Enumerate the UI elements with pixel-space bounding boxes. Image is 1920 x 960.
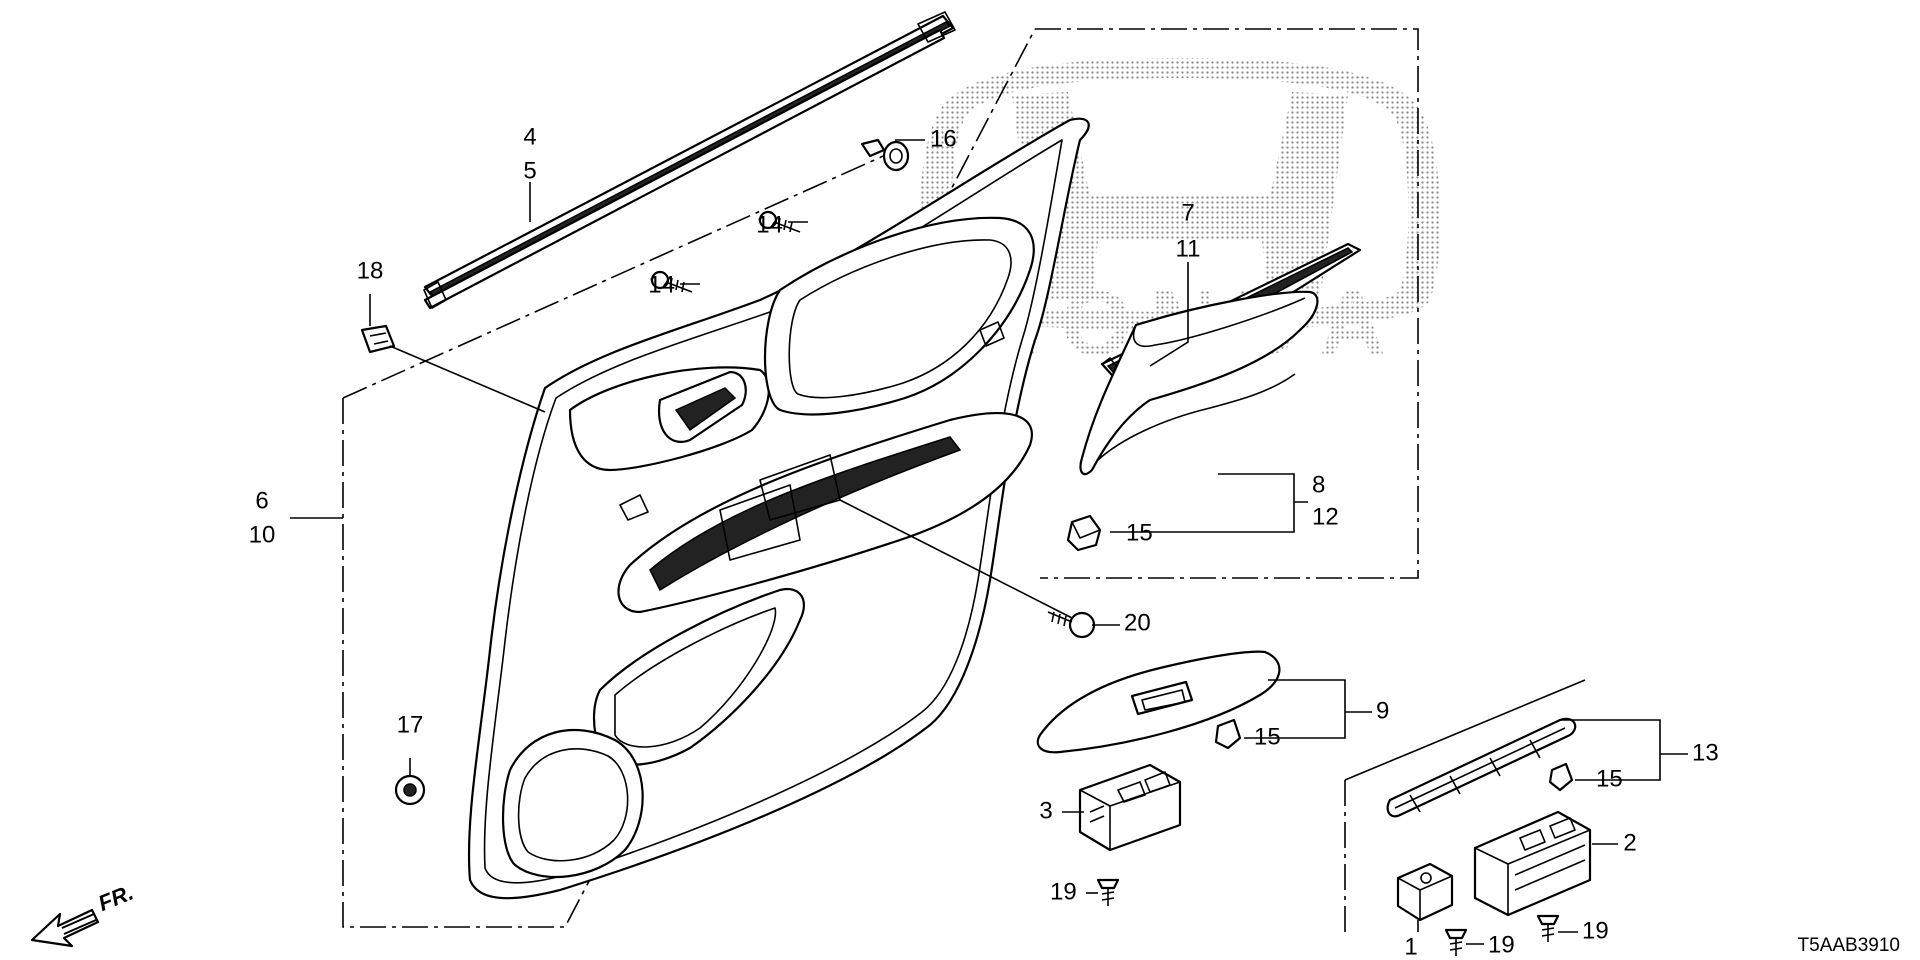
door-lining-part [467,117,1090,900]
callout-4: 4 [523,123,536,150]
callout-18: 18 [357,257,384,284]
leader-lines [290,139,1688,945]
callout-2: 2 [1623,829,1636,856]
callout-12: 12 [1312,503,1339,530]
callout-15-lower: 15 [1596,765,1623,792]
callout-7: 7 [1181,199,1194,226]
callout-10: 10 [249,521,276,548]
screw-19-right-part [1536,914,1560,942]
grommet-17-part [394,774,426,806]
callout-20: 20 [1124,609,1151,636]
switch-bezel-part [1386,717,1577,818]
callout-3: 3 [1039,797,1052,824]
callout-15-middle: 15 [1254,723,1281,750]
screw-19-left-part [1444,928,1468,956]
callout-labels: 4 5 16 14 14 18 6 10 17 7 11 8 12 15 20 … [249,123,1719,960]
callout-19-left: 19 [1488,931,1515,958]
callout-15-upper: 15 [1126,519,1153,546]
callout-16: 16 [930,125,957,152]
callout-8: 8 [1312,471,1325,498]
front-label: FR. [95,880,137,916]
callout-6: 6 [255,487,268,514]
assembly-boundaries [342,28,1586,938]
weatherstrip-part [423,11,956,310]
clip-15-upper-part [1066,514,1102,552]
power-window-master-switch-part [1473,810,1592,917]
switch-panel-part [1036,650,1281,754]
callout-19-center: 19 [1050,878,1077,905]
screw-14-upper-part [758,210,801,233]
screw-20-part [1047,611,1096,639]
clip-16-part [860,138,910,172]
fasteners [360,138,1574,956]
diagram-code: T5AAB3910 [1798,935,1900,956]
mirror-switch-part [1396,862,1454,922]
screw-19-center-part [1096,878,1120,906]
callout-9: 9 [1376,697,1389,724]
clip-nut-18-part [360,324,396,354]
front-arrow-icon [30,908,100,948]
callout-14-upper: 14 [756,211,783,238]
clip-15-lower-part [1548,762,1574,792]
callout-19-right: 19 [1582,917,1609,944]
front-direction-indicator: FR. [30,880,137,948]
callout-14-lower: 14 [648,271,675,298]
callout-1: 1 [1404,933,1417,960]
callout-11: 11 [1176,235,1201,262]
screw-14-lower-part [650,270,693,293]
callout-5: 5 [523,157,536,184]
armrest-cover-part [1079,290,1319,476]
clip-15-middle-part [1214,718,1242,750]
passenger-switch-part [1078,763,1182,852]
callout-17: 17 [397,711,424,738]
callout-13: 13 [1692,739,1719,766]
